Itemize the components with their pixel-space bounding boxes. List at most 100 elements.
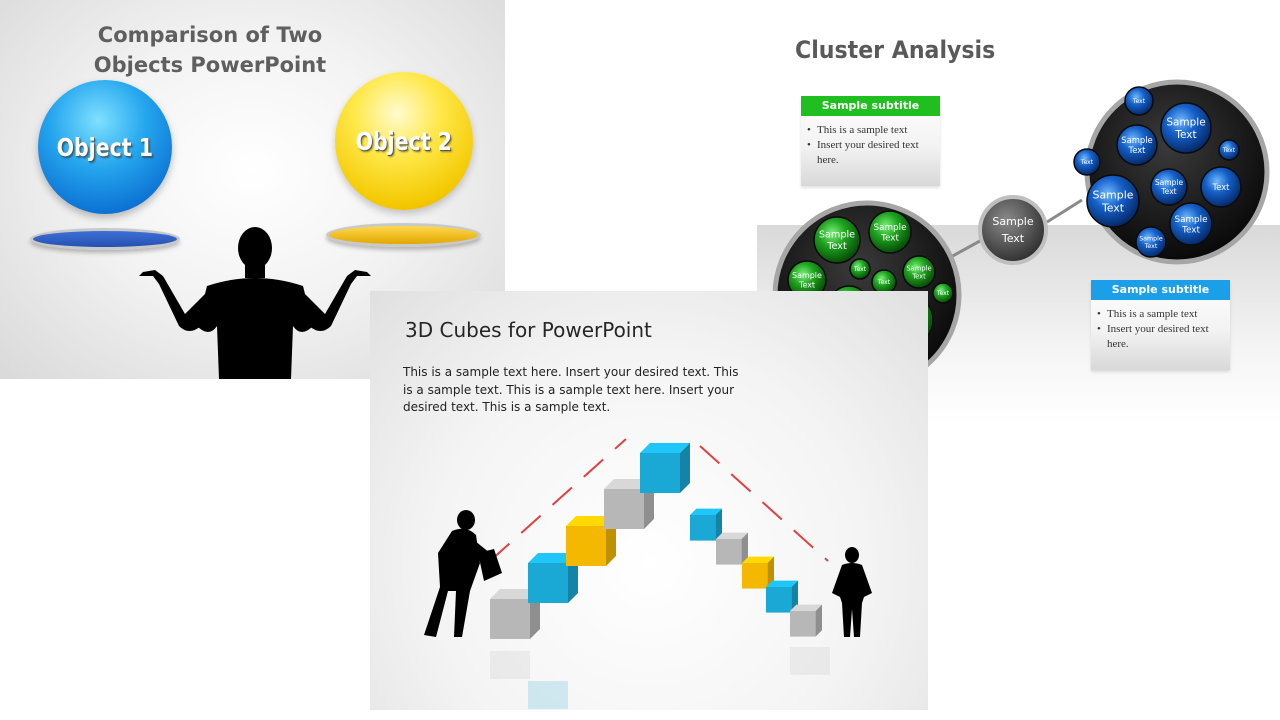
blue-bubble-label: Sample — [1121, 135, 1152, 145]
left-dashed-path — [489, 438, 627, 562]
cube-blue-top — [528, 553, 578, 563]
green-box-bullet-1: This is a sample text — [807, 123, 934, 138]
cube-yellow-top — [566, 516, 616, 526]
green-bubble — [932, 282, 954, 304]
blue-bubble-label: Sample — [1174, 215, 1207, 225]
cube-staircase-group — [490, 443, 830, 709]
cube-grey — [490, 599, 530, 639]
green-bubble — [813, 216, 861, 264]
green-bubble — [849, 258, 871, 280]
cube-blue — [766, 587, 792, 613]
blue-bubble-label: Text — [1132, 98, 1146, 105]
businessman-with-briefcase-silhouette-icon — [424, 510, 502, 637]
cube-yellow-side — [767, 556, 774, 589]
green-bubble-label: Sample — [906, 264, 931, 272]
cube-blue — [640, 453, 680, 493]
object-2-sphere: Object 2 — [335, 72, 473, 210]
connector-center-blue — [1046, 198, 1083, 224]
slide-3d-cubes-thumbnail[interactable]: 3D Cubes for PowerPoint This is a sample… — [370, 291, 928, 710]
green-bubble-label: Sample — [792, 271, 822, 280]
blue-bubble — [1160, 102, 1212, 154]
cube-blue-top — [690, 508, 722, 515]
blue-bubble — [1073, 148, 1101, 176]
blue-box-bullet-1: This is a sample text — [1097, 307, 1224, 322]
green-bubble-label: Sample — [819, 230, 855, 241]
cube-grey-top — [490, 589, 540, 599]
cube-grey-side — [741, 532, 748, 565]
cube-blue-side — [715, 508, 722, 541]
blue-bubble-label: Sample — [1093, 188, 1134, 201]
blue-bubble-label: Text — [1080, 159, 1094, 166]
cube-blue — [528, 563, 568, 603]
green-box-bullet-2: Insert your desired text here. — [807, 138, 934, 168]
cube-grey — [604, 489, 644, 529]
blue-bubble — [1218, 139, 1240, 161]
green-bubble-label: Text — [798, 281, 815, 290]
blue-bubble — [1135, 226, 1167, 258]
slide-comparison-thumbnail[interactable]: Comparison of Two Objects PowerPoint Obj… — [0, 0, 505, 379]
cube-blue-side — [680, 443, 690, 493]
blue-bubble-label: Sample — [1139, 235, 1163, 242]
cube-grey-top — [790, 604, 822, 611]
green-bubble-label: Text — [853, 266, 867, 273]
cube-grey-side — [815, 604, 822, 637]
cube-reflection — [790, 647, 830, 675]
cubes-title: 3D Cubes for PowerPoint — [405, 318, 652, 342]
cube-grey — [790, 611, 816, 637]
blue-bubble — [1124, 86, 1154, 116]
center-node-label-line2: Text — [1001, 232, 1025, 245]
yellow-pedestal — [326, 223, 481, 247]
blue-subtitle-box: Sample subtitle This is a sample text In… — [1091, 280, 1230, 370]
comparison-title: Comparison of Two Objects PowerPoint — [93, 23, 327, 77]
green-bubble-label: Text — [911, 272, 926, 280]
green-subtitle-box: Sample subtitle This is a sample text In… — [801, 96, 940, 186]
right-dashed-path — [699, 445, 829, 562]
cube-reflection — [528, 681, 568, 709]
cubes-description: This is a sample text here. Insert your … — [403, 365, 739, 414]
green-bubble-label: Text — [936, 290, 950, 297]
cube-blue-side — [791, 580, 798, 613]
center-node-label-line1: Sample — [992, 215, 1033, 228]
blue-bubble — [1169, 202, 1213, 246]
cube-yellow-top — [742, 556, 774, 563]
blue-bubble — [1116, 124, 1158, 166]
blue-box-bullet-2: Insert your desired text here. — [1097, 322, 1224, 352]
blue-bubble-label: Text — [1128, 145, 1147, 155]
blue-bubble-label: Text — [1101, 201, 1125, 214]
cube-reflection — [490, 651, 530, 679]
blue-subtitle-header: Sample subtitle — [1091, 280, 1230, 300]
blue-bubble-label: Text — [1181, 225, 1200, 235]
blue-bubble — [1150, 168, 1188, 206]
blue-bubble-label: Text — [1144, 243, 1158, 250]
green-bubble-label: Text — [877, 279, 891, 286]
cube-yellow — [742, 563, 768, 589]
cube-blue-top — [766, 580, 798, 587]
blue-bubble — [1086, 174, 1140, 228]
blue-pedestal — [30, 228, 180, 250]
green-bubble-label: Sample — [873, 223, 906, 233]
blue-bubble-label: Sample — [1155, 178, 1184, 187]
blue-bubble-label: Text — [1174, 129, 1196, 141]
cluster-title: Cluster Analysis — [795, 36, 996, 64]
blue-bubble-label: Text — [1222, 147, 1236, 154]
cube-blue-top — [640, 443, 690, 453]
shrugging-person-silhouette-icon — [139, 227, 371, 379]
cube-grey-top — [716, 532, 748, 539]
blue-bubble — [1200, 166, 1242, 208]
cube-grey — [716, 539, 742, 565]
green-subtitle-header: Sample subtitle — [801, 96, 940, 116]
green-bubble-label: Text — [880, 233, 899, 243]
object-1-sphere: Object 1 — [38, 80, 172, 214]
object-2-label: Object 2 — [355, 126, 453, 156]
blue-bubble-label: Sample — [1166, 116, 1205, 128]
blue-bubble-group: TextSampleTextSampleTextTextTextSampleTe… — [1073, 86, 1242, 258]
object-1-label: Object 1 — [56, 132, 154, 162]
green-bubble-label: Text — [826, 241, 847, 252]
blue-bubble-label: Text — [1212, 182, 1231, 192]
blue-bubble-label: Text — [1160, 187, 1176, 196]
cube-yellow — [566, 526, 606, 566]
cube-blue — [690, 515, 716, 541]
center-sample-node — [978, 195, 1048, 265]
standing-businessman-silhouette-icon — [832, 547, 872, 637]
green-bubble — [868, 210, 912, 254]
